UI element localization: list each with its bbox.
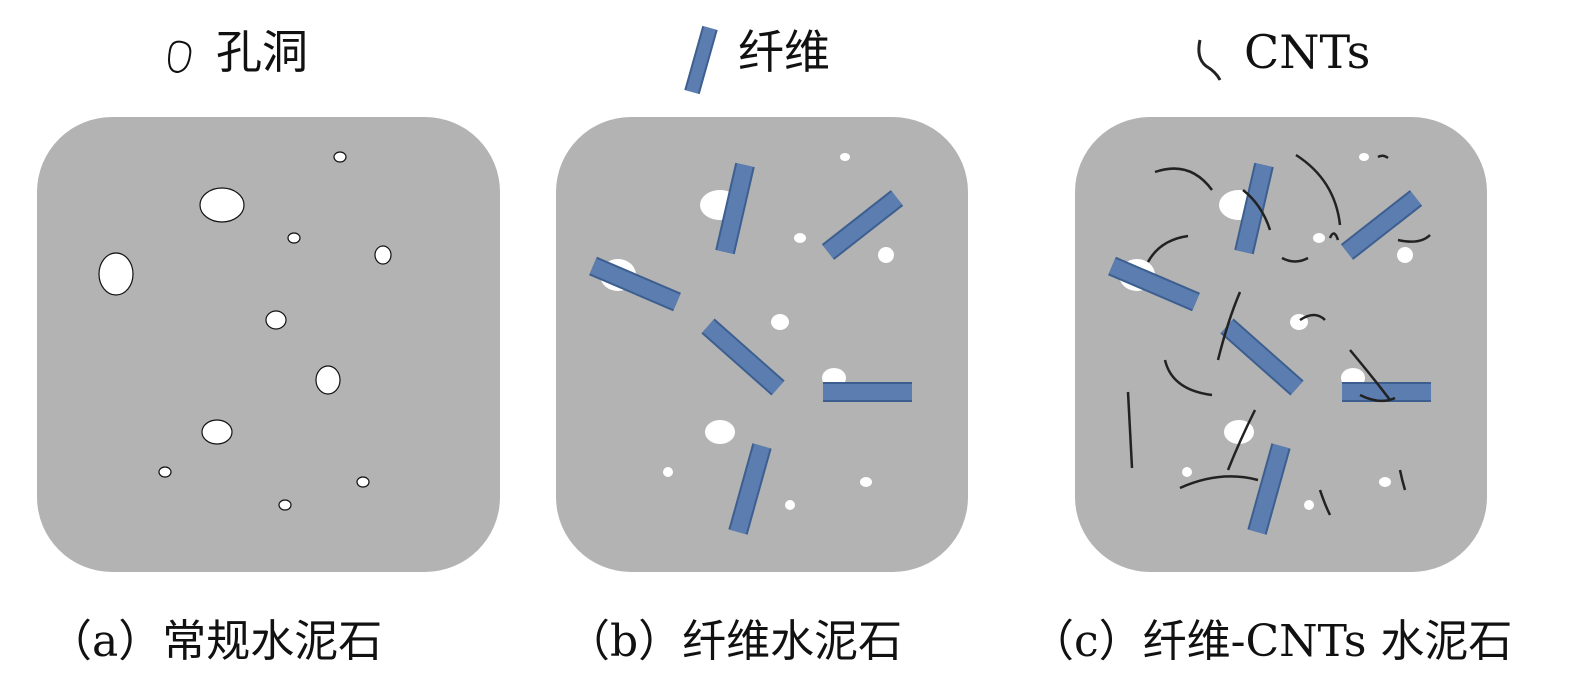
fiber bbox=[717, 163, 753, 254]
pore bbox=[878, 247, 894, 263]
cnt bbox=[1163, 359, 1213, 397]
pore-legend-icon bbox=[168, 40, 192, 74]
pore bbox=[201, 419, 233, 445]
cnt bbox=[1126, 391, 1134, 469]
cnt bbox=[1359, 393, 1396, 403]
fiber bbox=[1221, 320, 1303, 394]
cnt bbox=[1377, 154, 1389, 160]
pores-a bbox=[98, 151, 392, 511]
cnt bbox=[1328, 232, 1340, 241]
cnt bbox=[1216, 291, 1242, 361]
fiber bbox=[730, 443, 770, 535]
cnt bbox=[1226, 409, 1257, 471]
pore bbox=[1182, 467, 1192, 477]
fiber bbox=[1236, 163, 1272, 254]
pore bbox=[1304, 500, 1314, 510]
cnt bbox=[1179, 475, 1259, 490]
cnt bbox=[1281, 256, 1309, 263]
legend-fiber-label: 纤维 bbox=[738, 25, 830, 79]
pore bbox=[158, 466, 172, 478]
fiber bbox=[1249, 443, 1289, 535]
cnt bbox=[1397, 234, 1431, 243]
cnt bbox=[1295, 153, 1342, 226]
fiber-legend-icon bbox=[684, 25, 718, 95]
pore bbox=[278, 499, 292, 511]
cnt bbox=[1299, 313, 1326, 322]
pore bbox=[1379, 477, 1391, 487]
fiber bbox=[702, 320, 784, 394]
pore bbox=[1313, 233, 1325, 243]
panel-b-matrix bbox=[556, 117, 968, 572]
legend-pore-label: 孔洞 bbox=[216, 25, 308, 79]
cnt bbox=[1146, 234, 1189, 263]
pore bbox=[663, 467, 673, 477]
cnt-legend-icon bbox=[1197, 39, 1222, 81]
fiber bbox=[589, 258, 681, 310]
pore bbox=[1397, 247, 1413, 263]
caption-a: （a）常规水泥石 bbox=[48, 616, 383, 667]
fiber bbox=[1108, 258, 1200, 310]
cnts-c bbox=[1126, 153, 1431, 516]
pore bbox=[1359, 153, 1369, 161]
pore bbox=[771, 314, 789, 330]
legend-cnt-label: CNTs bbox=[1244, 25, 1371, 79]
pore bbox=[794, 233, 806, 243]
cnt bbox=[1154, 167, 1214, 191]
pore bbox=[705, 420, 735, 444]
pore bbox=[333, 151, 347, 163]
pore bbox=[860, 477, 872, 487]
pore bbox=[785, 500, 795, 510]
cnt bbox=[1349, 349, 1391, 401]
cnt bbox=[1318, 489, 1332, 516]
pore bbox=[98, 252, 134, 296]
panel-a-matrix bbox=[37, 117, 500, 572]
pore bbox=[265, 310, 287, 330]
fibers-b bbox=[589, 162, 912, 535]
pore bbox=[287, 232, 301, 244]
caption-b: （b）纤维水泥石 bbox=[566, 616, 903, 667]
pore bbox=[374, 245, 392, 265]
pore bbox=[199, 187, 245, 223]
fiber bbox=[1342, 191, 1421, 259]
cnt bbox=[1398, 469, 1407, 491]
caption-c: （c）纤维-CNTs 水泥石 bbox=[1030, 616, 1513, 667]
pore bbox=[315, 365, 341, 395]
pore bbox=[840, 153, 850, 161]
fibers-c bbox=[1108, 162, 1431, 535]
cnt bbox=[1242, 189, 1272, 231]
pore bbox=[356, 476, 370, 488]
panel-c-matrix bbox=[1075, 117, 1487, 572]
fiber bbox=[823, 191, 902, 259]
